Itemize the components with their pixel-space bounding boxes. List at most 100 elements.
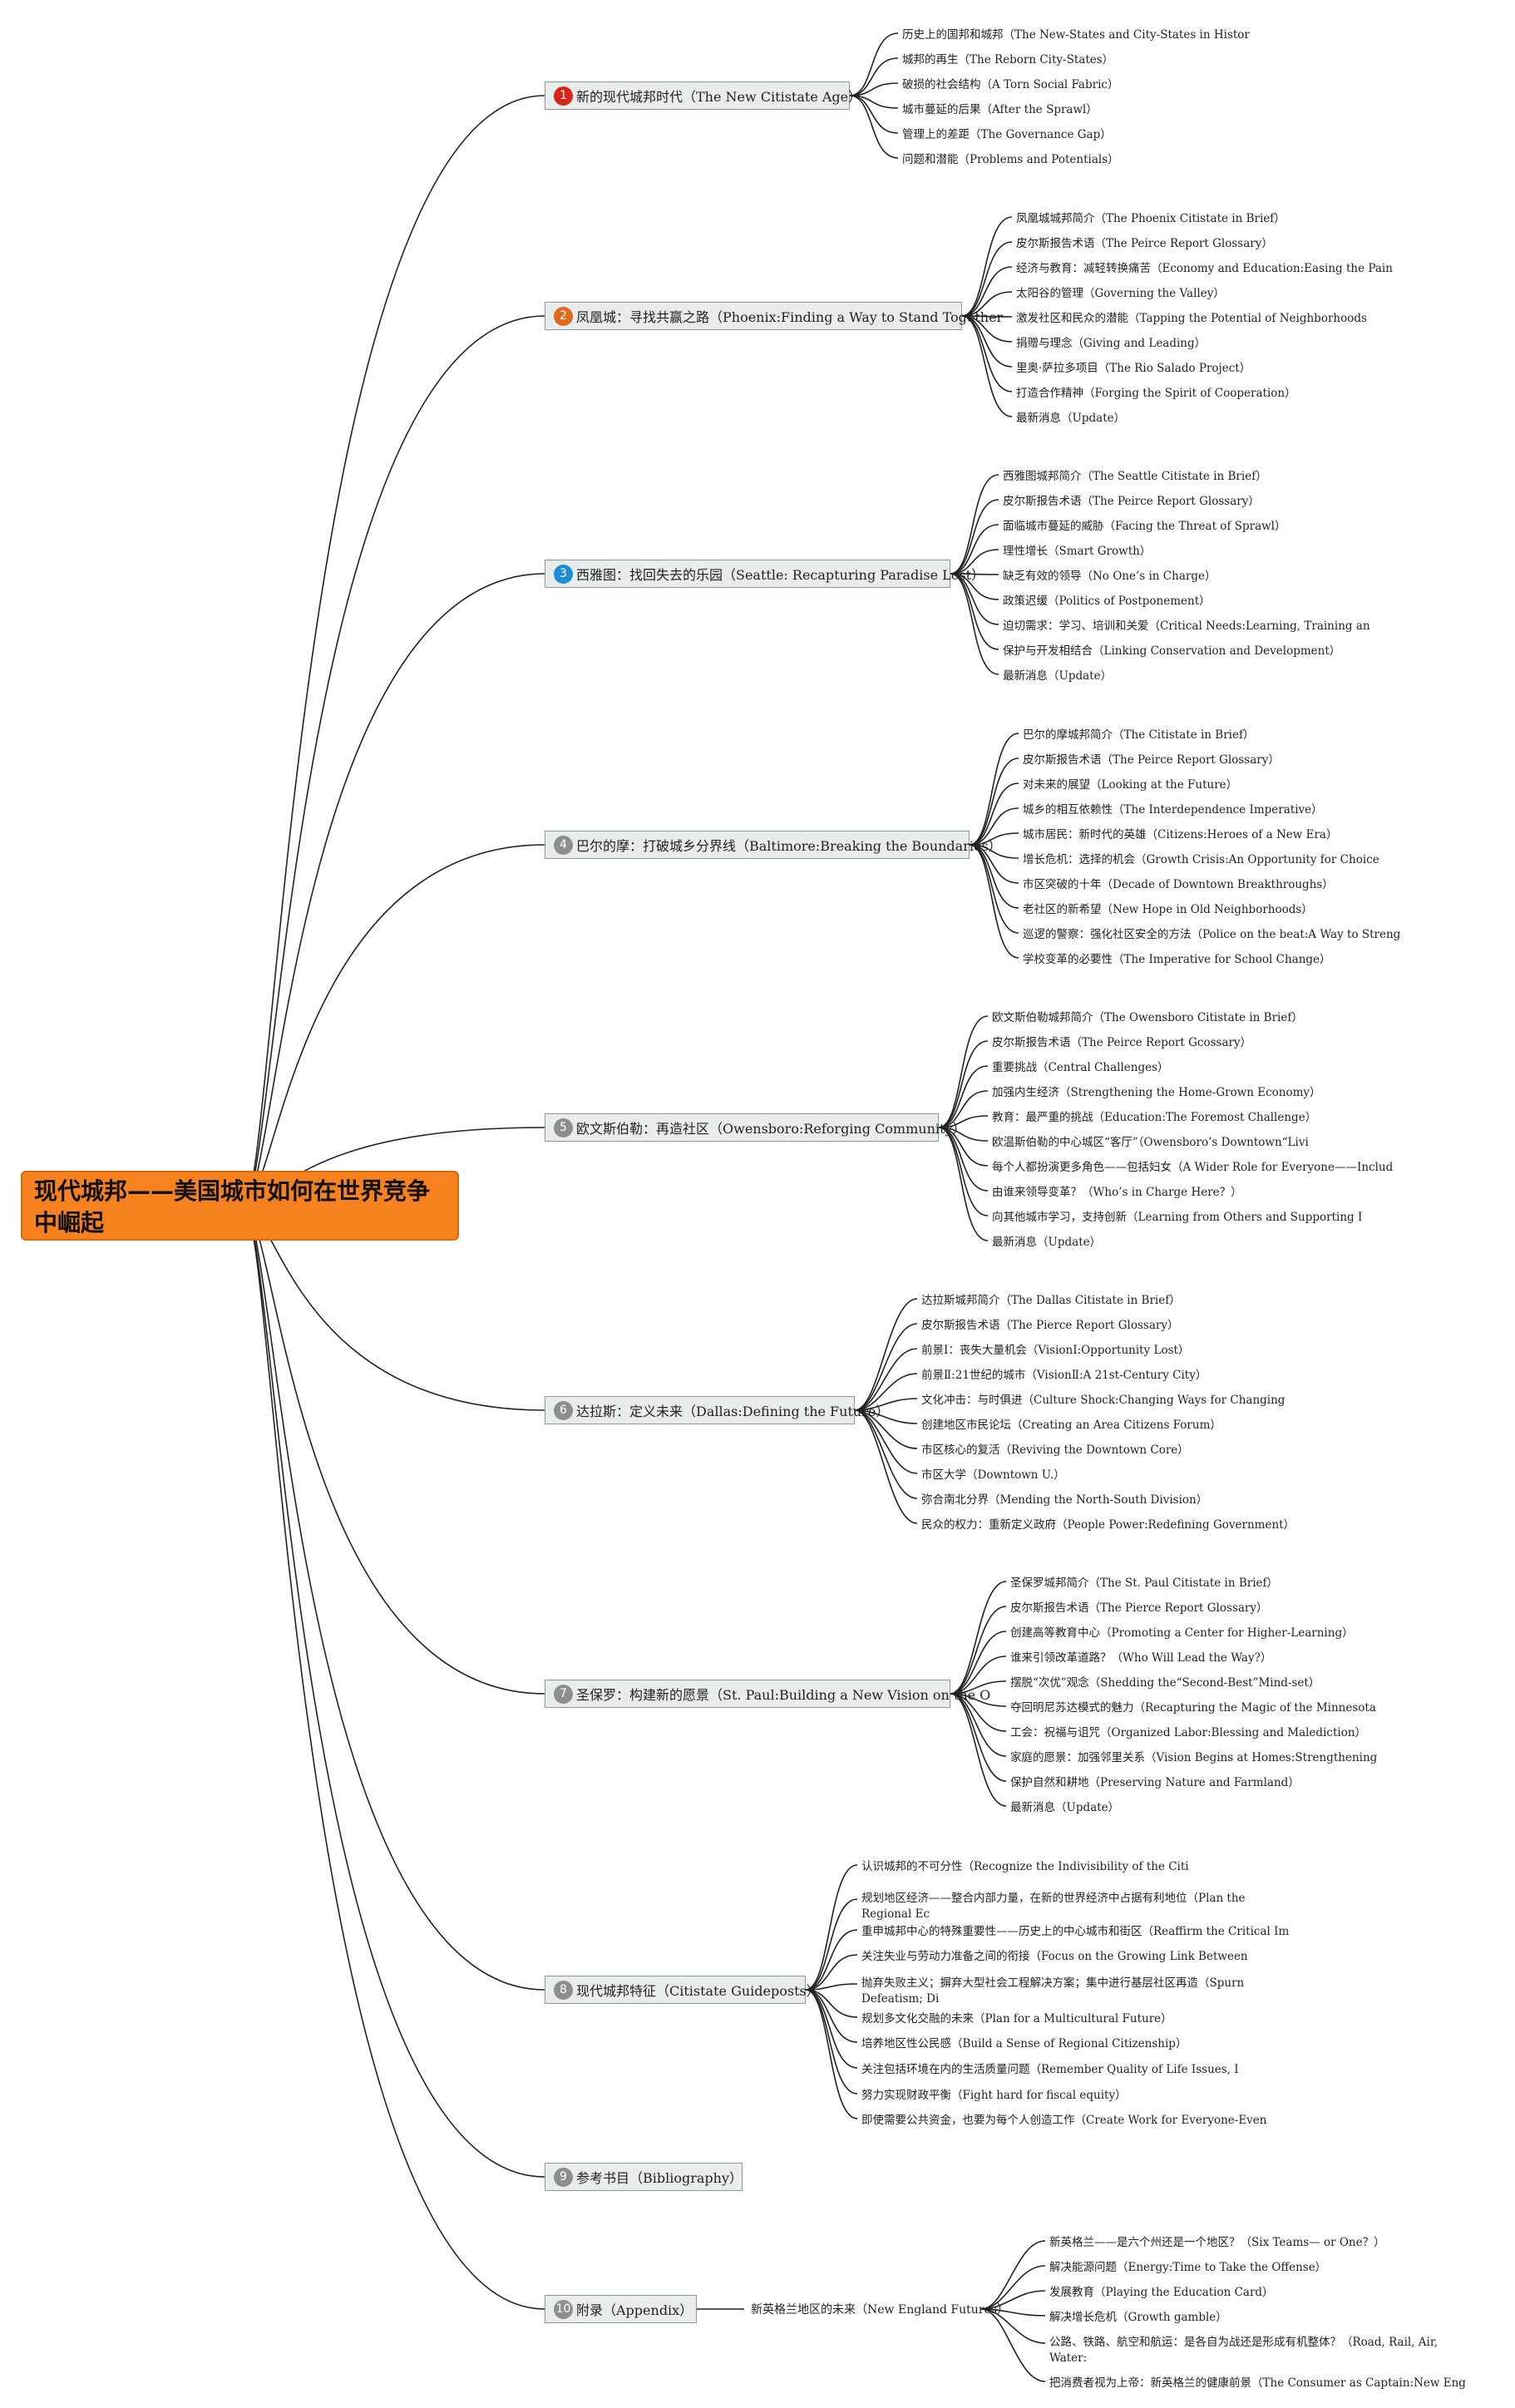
leaf-topic[interactable]: 老社区的新希望（New Hope in Old Neighborhoods）	[1023, 903, 1313, 916]
leaf-topic[interactable]: 关注包括环境在内的生活质量问题（Remember Quality of Life…	[861, 2063, 1239, 2076]
leaf-topic[interactable]: 发展教育（Playing the Education Card）	[1049, 2286, 1274, 2299]
leaf-topic[interactable]: 规划地区经济——整合内部力量，在新的世界经济中占据有利地位（Plan the R…	[861, 1892, 1246, 1921]
leaf-topic[interactable]: 历史上的国邦和城邦（The New-States and City-States…	[902, 28, 1250, 42]
leaf-topic[interactable]: 公路、铁路、航空和航运：是各自为战还是形成有机整体？（Road, Rail, A…	[1049, 2336, 1439, 2365]
leaf-topic[interactable]: 城乡的相互依赖性（The Interdependence Imperative）	[1023, 803, 1323, 817]
leaf-topic[interactable]: 加强内生经济（Strengthening the Home-Grown Econ…	[992, 1086, 1321, 1099]
leaf-topic[interactable]: 皮尔斯报告术语（The Peirce Report Glossary）	[1023, 753, 1280, 767]
leaf-topic[interactable]: 把消费者视为上帝：新英格兰的健康前景（The Consumer as Capta…	[1049, 2376, 1466, 2390]
leaf-topic[interactable]: 教育：最严重的挑战（Education:The Foremost Challen…	[992, 1111, 1317, 1124]
leaf-topic[interactable]: 破损的社会结构（A Torn Social Fabric）	[902, 78, 1119, 91]
leaf-topic[interactable]: 抛弃失败主义；摒弃大型社会工程解决方案；集中进行基层社区再造（Spurn Def…	[861, 1976, 1245, 2006]
branch-number-badge: 8	[554, 1980, 573, 2000]
leaf-topic[interactable]: 圣保罗城邦简介（The St. Paul Citistate in Brief）	[1010, 1577, 1279, 1590]
leaf-topic[interactable]: 西雅图城邦简介（The Seattle Citistate in Brief）	[1003, 470, 1267, 483]
leaf-topic[interactable]: 增长危机：选择的机会（Growth Crisis:An Opportunity …	[1023, 853, 1379, 866]
sub-topic[interactable]: 新英格兰地区的未来（New England Futures）	[751, 2303, 1009, 2317]
leaf-topic[interactable]: 前景Ⅱ:21世纪的城市（VisionⅡ:A 21st-Century City）	[921, 1369, 1207, 1382]
leaf-topic[interactable]: 前景Ⅰ：丧失大量机会（VisionⅠ:Opportunity Lost）	[921, 1344, 1190, 1357]
leaf-topic[interactable]: 问题和潜能（Problems and Potentials）	[902, 153, 1119, 166]
leaf-topic[interactable]: 达拉斯城邦简介（The Dallas Citistate in Brief）	[921, 1294, 1181, 1307]
leaf-topic[interactable]: 管理上的差距（The Governance Gap）	[902, 128, 1112, 141]
leaf-topic[interactable]: 皮尔斯报告术语（The Pierce Report Glossary）	[1010, 1601, 1268, 1615]
leaf-topic[interactable]: 城邦的再生（The Reborn City-States）	[902, 53, 1114, 67]
leaf-topic[interactable]: 政策迟缓（Politics of Postponement）	[1003, 595, 1211, 608]
leaf-topic[interactable]: 学校变革的必要性（The Imperative for School Chang…	[1023, 953, 1331, 966]
leaf-topic[interactable]: 民众的权力：重新定义政府（People Power:Redefining Gov…	[921, 1518, 1295, 1532]
leaf-topic[interactable]: 创建地区市民论坛（Creating an Area Citizens Forum…	[921, 1419, 1221, 1432]
leaf-topic[interactable]: 家庭的愿景：加强邻里关系（Vision Begins at Homes:Stre…	[1010, 1751, 1378, 1764]
branch-number-badge: 5	[554, 1118, 573, 1137]
branch-label: 欧文斯伯勒：再造社区（Owensboro:Reforging Community…	[576, 1121, 966, 1137]
leaf-topic[interactable]: 对未来的展望（Looking at the Future）	[1023, 778, 1238, 792]
leaf-topic[interactable]: 新英格兰——是六个州还是一个地区？（Six Teams— or One？）	[1049, 2236, 1385, 2249]
leaf-topic[interactable]: 最新消息（Update）	[1010, 1801, 1120, 1814]
branch-number-badge: 7	[554, 1684, 573, 1704]
leaf-topic[interactable]: 太阳谷的管理（Governing the Valley）	[1016, 287, 1225, 300]
leaf-topic[interactable]: 每个人都扮演更多角色——包括妇女（A Wider Role for Everyo…	[992, 1161, 1394, 1174]
leaf-topic[interactable]: 即使需要公共资金，也要为每个人创造工作（Create Work for Ever…	[861, 2114, 1267, 2127]
leaf-topic[interactable]: 巡逻的警察：强化社区安全的方法（Police on the beat:A Way…	[1023, 928, 1401, 941]
leaf-topic[interactable]: 市区核心的复活（Reviving the Downtown Core）	[921, 1443, 1189, 1457]
leaf-topic[interactable]: 经济与教育：减轻转换痛苦（Economy and Education:Easin…	[1016, 262, 1393, 275]
leaf-topic[interactable]: 欧文斯伯勒城邦简介（The Owensboro Citistate in Bri…	[992, 1011, 1303, 1024]
leaf-topic[interactable]: 面临城市蔓延的威胁（Facing the Threat of Sprawl）	[1003, 520, 1286, 533]
leaf-topic[interactable]: 最新消息（Update）	[992, 1236, 1102, 1249]
branch-label: 附录（Appendix）	[576, 2302, 693, 2318]
leaf-topic[interactable]: 认识城邦的不可分性（Recognize the Indivisibility o…	[861, 1860, 1189, 1873]
leaf-topic[interactable]: 里奥·萨拉多项目（The Rio Salado Project）	[1016, 362, 1251, 375]
leaf-topic[interactable]: 文化冲击：与时俱进（Culture Shock:Changing Ways fo…	[921, 1394, 1286, 1407]
branch-label: 圣保罗：构建新的愿景（St. Paul:Building a New Visio…	[576, 1687, 991, 1703]
leaf-topic[interactable]: 打造合作精神（Forging the Spirit of Cooperation…	[1016, 387, 1296, 400]
leaf-topic[interactable]: 创建高等教育中心（Promoting a Center for Higher-L…	[1010, 1626, 1354, 1640]
leaf-topic[interactable]: 市区突破的十年（Decade of Downtown Breakthroughs…	[1023, 878, 1334, 891]
leaf-topic[interactable]: 城市蔓延的后果（After the Sprawl）	[902, 103, 1098, 116]
root-topic[interactable]: 现代城邦——美国城市如何在世界竞争中崛起	[21, 1171, 459, 1241]
leaf-topic[interactable]: 市区大学（Downtown U.）	[921, 1468, 1065, 1482]
leaf-topic[interactable]: 皮尔斯报告术语（The Peirce Report Glossary）	[1003, 495, 1260, 508]
leaf-topic[interactable]: 重申城邦中心的特殊重要性——历史上的中心城市和街区（Reaffirm the C…	[861, 1925, 1290, 1938]
leaf-topic[interactable]: 谁来引领改革道路？（Who Will Lead the Way?）	[1010, 1651, 1272, 1665]
leaf-topic[interactable]: 保护与开发相结合（Linking Conservation and Develo…	[1003, 644, 1341, 658]
leaf-topic[interactable]: 向其他城市学习，支持创新（Learning from Others and Su…	[992, 1211, 1363, 1224]
leaf-topic[interactable]: 欧温斯伯勒的中心城区“客厅”（Owensboro’s Downtown“Livi	[992, 1136, 1309, 1149]
leaf-topic[interactable]: 缺乏有效的领导（No One’s in Charge）	[1003, 570, 1216, 583]
leaf-topic[interactable]: 皮尔斯报告术语（The Peirce Report Glossary）	[1016, 237, 1273, 250]
leaf-topic[interactable]: 重要挑战（Central Challenges）	[992, 1061, 1169, 1074]
leaf-topic[interactable]: 皮尔斯报告术语（The Peirce Report Gcossary）	[992, 1036, 1252, 1049]
leaf-topic[interactable]: 捐赠与理念（Giving and Leading）	[1016, 337, 1207, 350]
leaf-topic[interactable]: 保护自然和耕地（Preserving Nature and Farmland）	[1010, 1776, 1300, 1789]
leaf-topic[interactable]: 最新消息（Update）	[1016, 412, 1126, 425]
leaf-topic[interactable]: 凤凰城城邦简介（The Phoenix Citistate in Brief）	[1016, 212, 1286, 225]
leaf-topic[interactable]: 工会：祝福与诅咒（Organized Labor:Blessing and Ma…	[1010, 1726, 1367, 1739]
leaf-topic[interactable]: 迫切需求：学习、培训和关爱（Critical Needs:Learning, T…	[1003, 619, 1370, 633]
leaf-topic[interactable]: 最新消息（Update）	[1003, 669, 1113, 683]
leaf-topic[interactable]: 城市居民：新时代的英雄（Citizens:Heroes of a New Era…	[1023, 828, 1338, 841]
leaf-topic[interactable]: 培养地区性公民感（Build a Sense of Regional Citiz…	[861, 2037, 1187, 2050]
leaf-topic[interactable]: 弥合南北分界（Mending the North-South Division）	[921, 1493, 1208, 1507]
leaf-topic[interactable]: 由谁来领导变革？（Who’s in Charge Here？）	[992, 1186, 1242, 1199]
leaf-topic[interactable]: 激发社区和民众的潜能（Tapping the Potential of Neig…	[1016, 312, 1367, 325]
branch-label: 西雅图：找回失去的乐园（Seattle: Recapturing Paradis…	[576, 567, 985, 583]
leaf-topic[interactable]: 规划多文化交融的未来（Plan for a Multicultural Futu…	[861, 2012, 1172, 2026]
leaf-topic[interactable]: 解决增长危机（Growth gamble）	[1049, 2311, 1227, 2324]
leaf-topic[interactable]: 夺回明尼苏达模式的魅力（Recapturing the Magic of the…	[1010, 1701, 1376, 1715]
leaf-topic[interactable]: 解决能源问题（Energy:Time to Take the Offense）	[1049, 2261, 1327, 2274]
leaf-topic[interactable]: 关注失业与劳动力准备之间的衔接（Focus on the Growing Lin…	[861, 1950, 1248, 1963]
leaf-topic[interactable]: 理性增长（Smart Growth）	[1003, 545, 1152, 558]
leaf-topic[interactable]: 努力实现财政平衡（Fight hard for fiscal equity）	[861, 2089, 1127, 2102]
branch-number-badge: 10	[554, 2299, 573, 2319]
leaf-topic[interactable]: 皮尔斯报告术语（The Pierce Report Glossary）	[921, 1319, 1179, 1332]
leaf-topic[interactable]: 摆脱“次优”观念（Shedding the“Second-Best”Mind-s…	[1010, 1676, 1320, 1690]
leaf-topic[interactable]: 巴尔的摩城邦简介（The Citistate in Brief）	[1023, 728, 1255, 742]
